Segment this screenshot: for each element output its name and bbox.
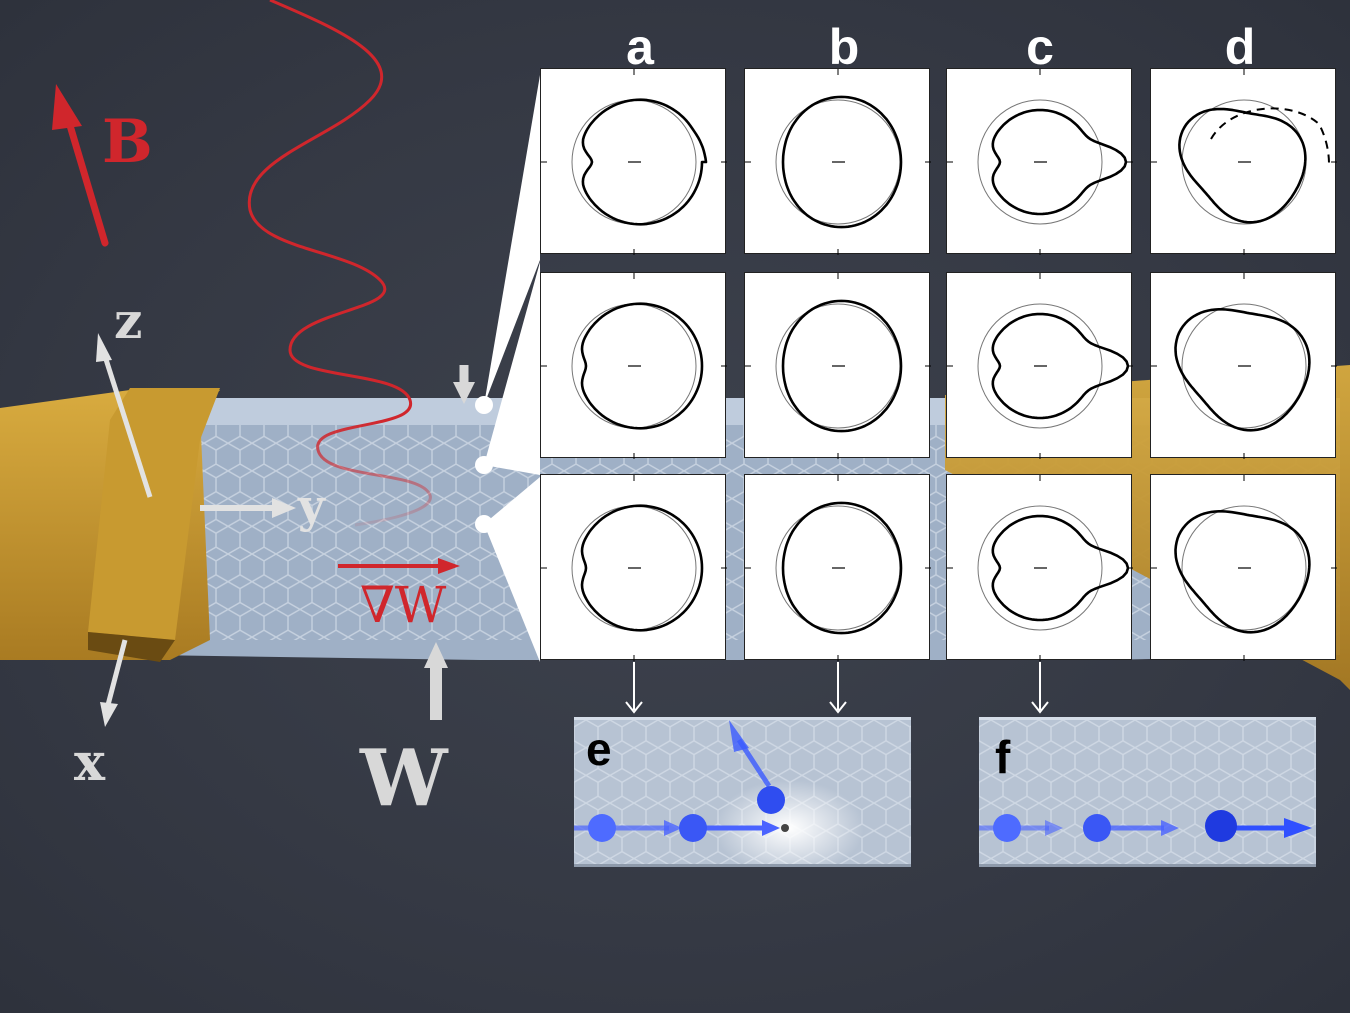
polar-curve: [1178, 107, 1307, 224]
column-label-a: a: [626, 19, 654, 75]
polar-plot-a-row-3: [540, 474, 727, 661]
polar-curve: [991, 312, 1130, 420]
z-axis-arrow-icon: [100, 349, 153, 498]
polar-plot-d-row-2: [1150, 272, 1337, 459]
axis-y-label: y: [297, 479, 326, 533]
width-arrow-icon: [424, 642, 448, 668]
x-axis-arrow-icon: [105, 639, 128, 706]
panel-f: f: [979, 717, 1316, 867]
particle-icon: [1083, 814, 1111, 842]
polar-curve: [781, 299, 903, 433]
probe-point-bottom: [475, 515, 493, 533]
gradient-label: ∇W: [360, 576, 447, 634]
polar-curve: [1174, 510, 1311, 634]
polar-curve: [580, 302, 704, 430]
polar-curve: [781, 501, 903, 635]
axis-z-label: z: [114, 291, 142, 350]
polar-plot-c-row-1: [946, 68, 1133, 255]
panel-e: e: [574, 717, 911, 867]
polar-plot-a-row-1: [540, 68, 727, 255]
width-label: W: [359, 733, 449, 824]
polar-curve: [991, 108, 1128, 216]
particle-icon: [757, 786, 785, 814]
polar-plot-c-row-3: [946, 474, 1133, 661]
panel-e-label: e: [586, 723, 612, 775]
callout-fan-bottom: [484, 477, 540, 662]
column-label-c: c: [1026, 19, 1054, 75]
polar-plot-b-row-2: [744, 272, 931, 459]
light-wave: [247, 0, 432, 527]
particle-icon: [679, 814, 707, 842]
width-arrow-top-icon: [453, 382, 475, 404]
polar-plot-d-row-1: [1150, 68, 1337, 255]
panel-f-label: f: [995, 731, 1011, 783]
axis-x-label: x: [74, 732, 106, 793]
polar-curve: [581, 98, 708, 226]
callout-fan-top: [484, 75, 540, 405]
polar-plot-a-row-2: [540, 272, 727, 459]
particle-icon: [1205, 810, 1237, 842]
column-label-d: d: [1224, 19, 1256, 75]
polar-plot-b-row-1: [744, 68, 931, 255]
polar-curve: [781, 95, 903, 229]
field-label: B: [102, 107, 153, 177]
field-arrow-icon: [62, 108, 109, 247]
polar-curve: [1174, 308, 1311, 432]
probe-point-middle: [475, 456, 493, 474]
left-contact-block: [88, 388, 220, 640]
particle-icon: [993, 814, 1021, 842]
callout-fan-middle: [484, 262, 540, 475]
polar-plot-c-row-2: [946, 272, 1133, 459]
polar-plot-b-row-3: [744, 474, 931, 661]
particle-icon: [588, 814, 616, 842]
polar-curve: [991, 514, 1130, 622]
polar-plot-d-row-3: [1150, 474, 1337, 661]
column-label-b: b: [828, 19, 860, 75]
probe-point-top: [475, 396, 493, 414]
polar-curve: [580, 504, 704, 632]
